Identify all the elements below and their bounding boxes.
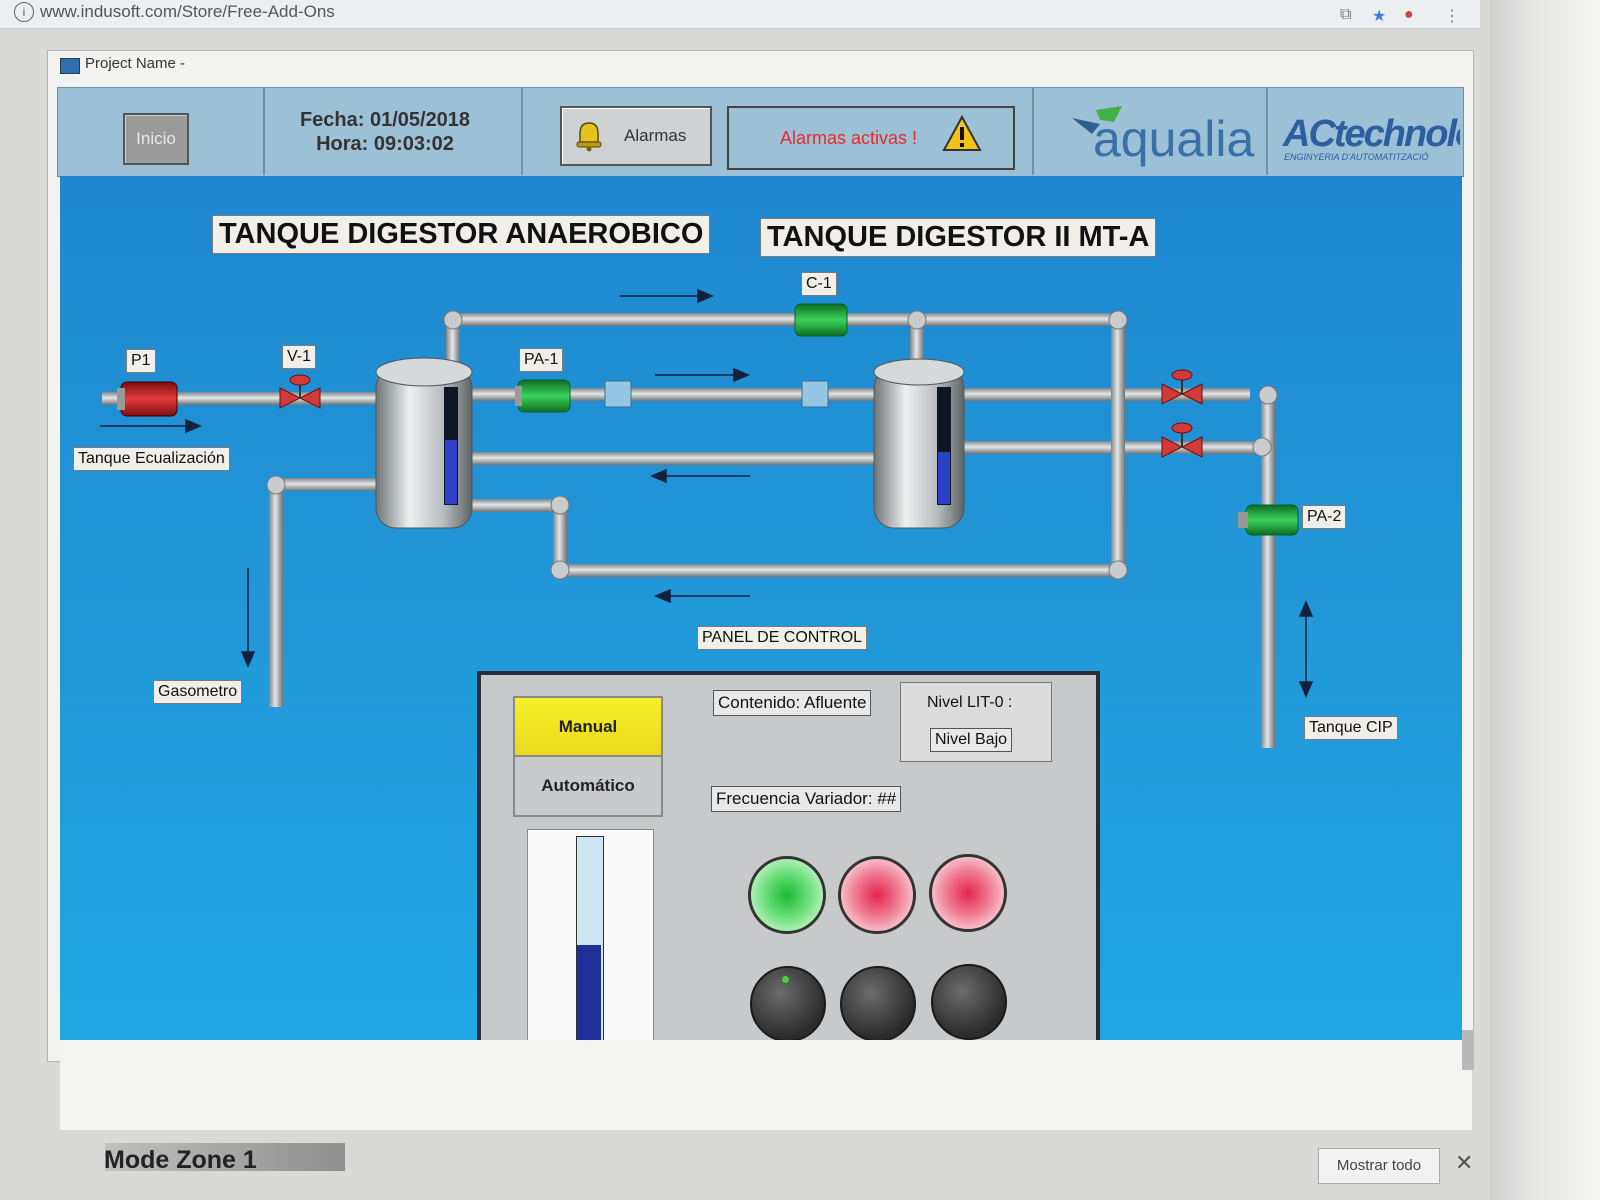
pump-pa1[interactable] [515, 379, 571, 413]
level-gauge-fill [577, 945, 601, 1045]
compressor-c1[interactable] [794, 303, 848, 337]
active-alarms-text: Alarmas activas ! [780, 128, 918, 148]
title-tanque-digestor-ii: TANQUE DIGESTOR II MT-A [760, 218, 1157, 257]
mostrar-todo-button[interactable]: Mostrar todo [1318, 1148, 1440, 1184]
bookmark-star-icon[interactable]: ★ [1372, 8, 1387, 25]
pipe-bottom-out [470, 499, 560, 512]
header-divider [1032, 87, 1034, 175]
contenido-display: Contenido: Afluente [713, 690, 872, 716]
pipe-gas-h [275, 478, 380, 491]
datetime-display: Fecha: 01/05/2018 Hora: 09:03:02 [280, 108, 490, 156]
mode-zone-label: Mode Zone 1 [104, 1146, 257, 1174]
app-footer [60, 1040, 1472, 1130]
label-tanque-cip: Tanque CIP [1304, 716, 1398, 740]
manual-mode-button[interactable]: Manual [513, 696, 663, 758]
automatic-mode-button[interactable]: Automático [513, 755, 663, 817]
url-text[interactable]: www.indusoft.com/Store/Free-Add-Ons [40, 2, 335, 21]
alarm-lamp-button[interactable] [929, 854, 1007, 932]
selector-knob-3[interactable] [931, 964, 1007, 1040]
translate-icon[interactable]: ⧉ [1340, 6, 1352, 23]
pipe-cip [1261, 390, 1275, 748]
alarmas-button[interactable]: Alarmas [560, 106, 712, 166]
stop-lamp-button[interactable] [838, 856, 916, 934]
tag-v1: V-1 [282, 345, 317, 369]
inicio-button[interactable]: Inicio [123, 113, 189, 165]
monitor-bezel [1490, 0, 1600, 1200]
info-icon[interactable]: i [14, 2, 34, 22]
tank-digestor-2[interactable] [873, 358, 965, 529]
tag-c1: C-1 [801, 272, 837, 296]
pipe-gasometro [269, 480, 283, 707]
valve-outlet-2[interactable] [1161, 422, 1203, 458]
knob-indicator [782, 976, 789, 983]
warning-icon [942, 114, 982, 151]
date-text: Fecha: 01/05/2018 [299, 109, 471, 131]
selector-knob-1[interactable] [750, 966, 826, 1042]
aqualia-logo: aqualia [1093, 111, 1255, 167]
header-divider [263, 87, 265, 175]
nivel-value: Nivel Bajo [930, 728, 1013, 752]
label-tanque-ecualizacion: Tanque Ecualización [73, 447, 230, 471]
flow-sensor-2[interactable] [801, 380, 829, 408]
pipe-return [470, 452, 890, 465]
alarmas-label: Alarmas [624, 126, 687, 145]
scrollbar-thumb[interactable] [1462, 1030, 1474, 1070]
pipe-top [452, 313, 1114, 326]
app-window-icon [60, 58, 80, 74]
aqualia-logo-icon [1072, 106, 1122, 134]
pipe-outlet-1 [960, 388, 1250, 401]
pipe-recirc [560, 564, 1120, 577]
flow-sensor-1[interactable] [604, 380, 632, 408]
tank-digestor-1[interactable] [375, 357, 473, 529]
valve-v1[interactable] [279, 374, 321, 409]
close-icon[interactable]: ✕ [1455, 1150, 1474, 1175]
selector-knob-2[interactable] [840, 966, 916, 1042]
actechnology-logo-subtitle: ENGINYERIA D'AUTOMATITZACIÓ [1284, 152, 1429, 162]
menu-dots-icon[interactable]: ⋮ [1444, 8, 1460, 25]
pipe-transfer [470, 388, 890, 401]
browser-address-bar[interactable] [0, 0, 1480, 29]
frecuencia-display: Frecuencia Variador: ## [711, 786, 902, 812]
mode-zone-bar [105, 1143, 345, 1171]
header-divider [1266, 87, 1268, 175]
actechnology-logo: ACtechnology ENGINYERIA D'AUTOMATITZACIÓ [1268, 92, 1460, 172]
actechnology-logo-text: ACtechnology [1283, 113, 1460, 155]
pump-pa2[interactable] [1238, 504, 1299, 536]
pump-p1[interactable] [117, 381, 178, 417]
extension-icon[interactable]: ● [1404, 6, 1414, 23]
header-divider [521, 87, 523, 175]
title-tanque-anaerobico: TANQUE DIGESTOR ANAEROBICO [212, 215, 711, 254]
valve-outlet-1[interactable] [1161, 369, 1203, 405]
flow-arrow [100, 288, 1314, 698]
pipe-outlet-2 [960, 441, 1260, 454]
panel-title: PANEL DE CONTROL [697, 626, 868, 650]
tag-p1: P1 [126, 349, 156, 373]
time-text: Hora: 09:03:02 [316, 133, 454, 155]
bell-icon [576, 122, 602, 152]
tag-pa2: PA-2 [1302, 505, 1347, 529]
pipe-riser-right [1111, 315, 1125, 575]
window-title: Project Name - [85, 55, 186, 72]
pipe-recirc-down [553, 503, 567, 575]
label-gasometro: Gasometro [153, 680, 243, 704]
start-lamp-button[interactable] [748, 856, 826, 934]
nivel-lit-label: Nivel LIT-0 : [927, 694, 1013, 711]
tag-pa1: PA-1 [519, 348, 564, 372]
